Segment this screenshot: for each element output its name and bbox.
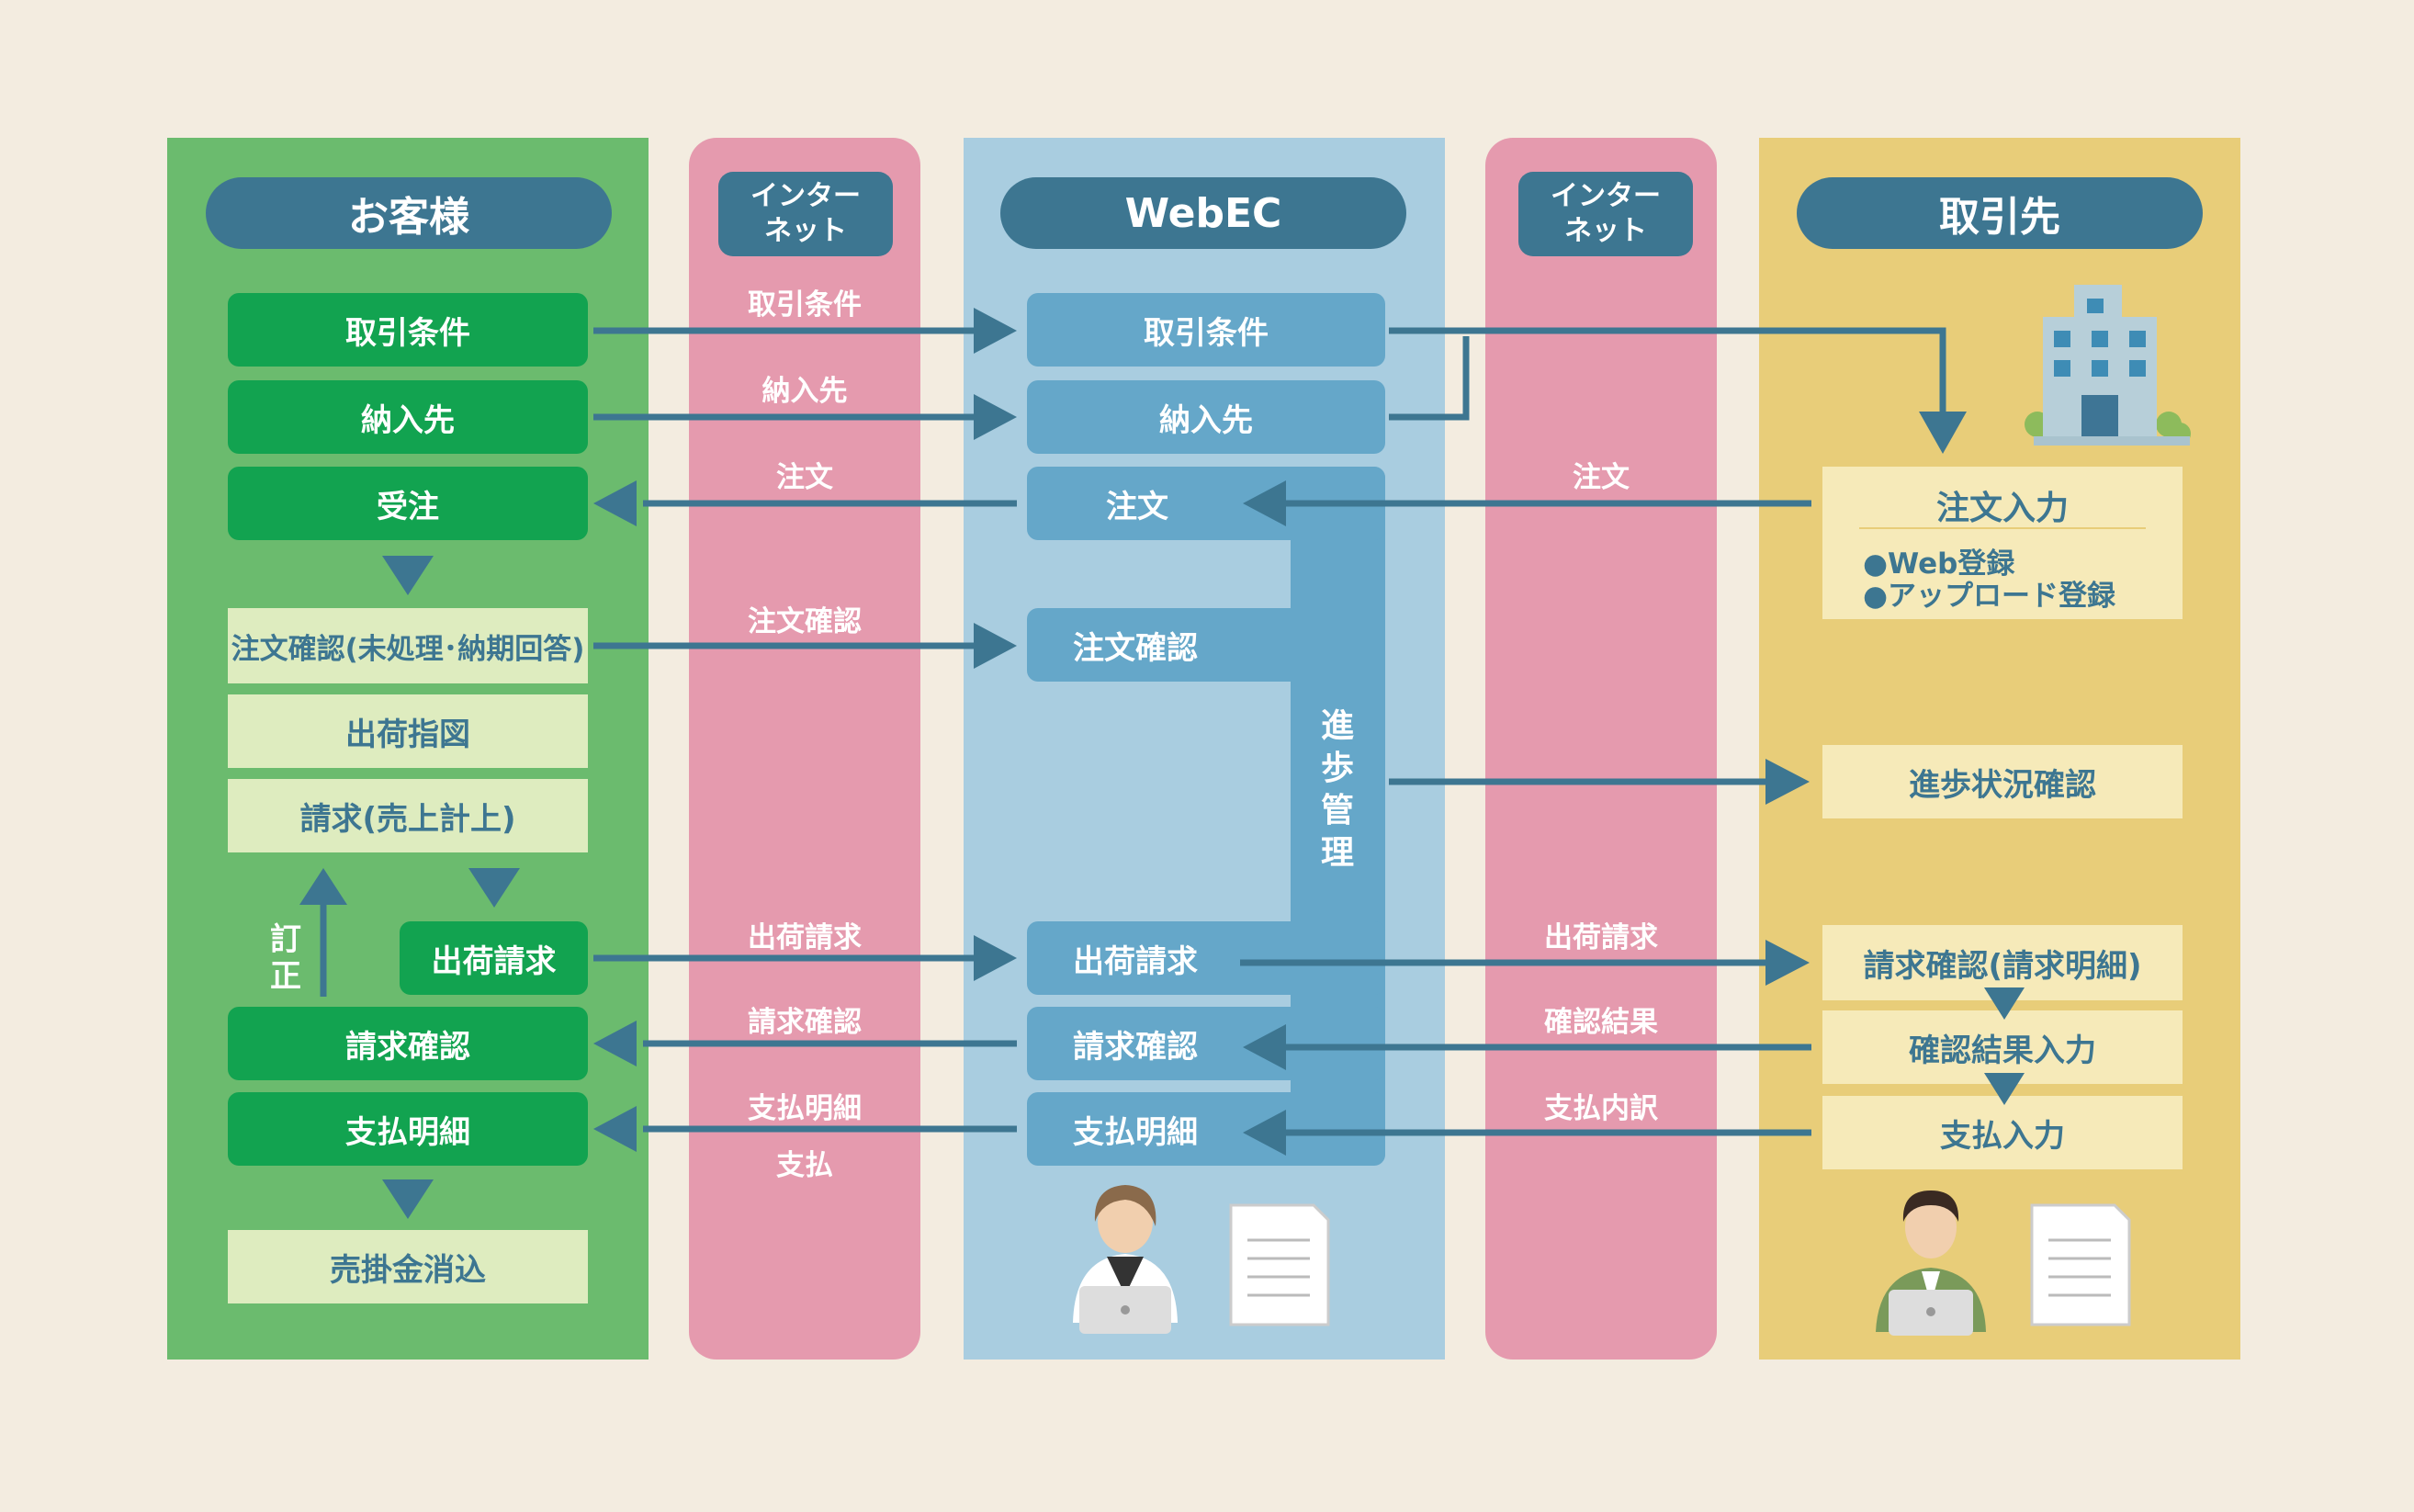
customer-shipping-instruction-box: 出荷指図 bbox=[228, 694, 588, 768]
arrowhead-payment-webec bbox=[1243, 1110, 1286, 1156]
arrow-terms-to-partner-line bbox=[1389, 327, 1946, 413]
customer-order-confirm-box: 注文確認(未処理･納期回答) bbox=[228, 608, 588, 683]
webec-header: WebEC bbox=[1000, 177, 1406, 249]
businessman-icon bbox=[1876, 1190, 1986, 1336]
down-triangle-3 bbox=[382, 1179, 434, 1219]
arrowhead-terms-to-partner bbox=[1919, 412, 1967, 454]
partner-order-input-title: 注文入力 bbox=[1935, 490, 2069, 527]
customer-payment-detail-box: 支払明細 bbox=[228, 1092, 588, 1166]
customer-invoice-confirm-box: 請求確認 bbox=[228, 1007, 588, 1080]
internet-header-left: インター ネット bbox=[718, 172, 893, 256]
partner-upload-register: ●アップロード登録 bbox=[1863, 580, 2116, 613]
partner-header: 取引先 bbox=[1797, 177, 2203, 249]
internet-header-left-line2: ネット bbox=[764, 215, 847, 247]
partner-order-input-box: 注文入力 ●Web登録 ●アップロード登録 bbox=[1822, 467, 2183, 619]
webec-shipping-request-box: 出荷請求 bbox=[1027, 921, 1385, 995]
customer-shipping-request-box: 出荷請求 bbox=[400, 921, 588, 995]
arrowhead-order-left bbox=[593, 480, 637, 526]
operator-icon bbox=[1073, 1185, 1178, 1334]
arrowhead-payment-left bbox=[593, 1106, 637, 1152]
customer-terms-box: 取引条件 bbox=[228, 293, 588, 367]
down-triangle-5 bbox=[1984, 1073, 2025, 1105]
arrowhead-correction bbox=[299, 868, 347, 905]
net-left-order-label: 注文 bbox=[776, 461, 833, 494]
arrowhead-terms bbox=[974, 308, 1017, 354]
net-right-payment-breakdown-label: 支払内訳 bbox=[1544, 1092, 1658, 1125]
partner-order-input-divider bbox=[1859, 527, 2146, 529]
net-right-confirm-result-label: 確認結果 bbox=[1544, 1006, 1658, 1039]
arrowhead-progress bbox=[1765, 759, 1810, 805]
webec-progress-management-label: 進歩管理 bbox=[1320, 707, 1354, 872]
partner-progress-check-box: 進歩状況確認 bbox=[1822, 745, 2183, 818]
down-triangle-1 bbox=[382, 556, 434, 595]
webec-order-confirm-box: 注文確認 bbox=[1027, 608, 1293, 682]
arrowhead-shipping-left bbox=[974, 935, 1017, 981]
arrowhead-order-webec bbox=[1243, 480, 1286, 526]
document-icon-partner bbox=[2030, 1203, 2131, 1326]
arrowhead-delivery bbox=[974, 394, 1017, 440]
down-triangle-2 bbox=[468, 868, 520, 908]
customer-correction-label: 訂正 bbox=[270, 921, 301, 995]
customer-delivery-box: 納入先 bbox=[228, 380, 588, 454]
arrow-delivery-merge-line bbox=[1389, 336, 1470, 421]
internet-header-right: インター ネット bbox=[1518, 172, 1693, 256]
arrow-lines bbox=[320, 327, 1946, 1136]
arrowhead-invoice-left bbox=[593, 1021, 637, 1066]
partner-payment-input-box: 支払入力 bbox=[1822, 1096, 2183, 1169]
internet-header-right-line1: インター bbox=[1551, 180, 1661, 212]
down-triangle-4 bbox=[1984, 987, 2025, 1020]
net-left-invoice-confirm-label: 請求確認 bbox=[748, 1006, 862, 1039]
net-left-shipping-request-label: 出荷請求 bbox=[748, 921, 862, 954]
arrowhead-shipping-right bbox=[1765, 940, 1810, 986]
webec-terms-box: 取引条件 bbox=[1027, 293, 1385, 367]
customer-invoice-box: 請求(売上計上) bbox=[228, 779, 588, 852]
internet-header-right-line2: ネット bbox=[1564, 215, 1647, 247]
webec-payment-detail-box: 支払明細 bbox=[1027, 1092, 1385, 1166]
partner-web-register: ●Web登録 bbox=[1863, 547, 2015, 581]
net-left-order-confirm-label: 注文確認 bbox=[748, 605, 862, 638]
building-icon bbox=[2025, 285, 2191, 446]
net-left-terms-label: 取引条件 bbox=[748, 288, 862, 322]
partner-result-input-box: 確認結果入力 bbox=[1822, 1010, 2183, 1084]
internet-header-left-line1: インター bbox=[750, 180, 861, 212]
arrowhead-invoice-webec bbox=[1243, 1024, 1286, 1070]
internet-lane-left bbox=[689, 138, 920, 1360]
net-left-delivery-label: 納入先 bbox=[761, 375, 848, 408]
customer-header: お客様 bbox=[206, 177, 612, 249]
customer-receivable-clearing-box: 売掛金消込 bbox=[228, 1230, 588, 1303]
net-right-order-label: 注文 bbox=[1573, 461, 1630, 494]
arrow-heads bbox=[299, 308, 2025, 1219]
internet-lane-right bbox=[1485, 138, 1717, 1360]
arrowhead-order-confirm bbox=[974, 623, 1017, 669]
customer-order-received-box: 受注 bbox=[228, 467, 588, 540]
net-left-payment-detail-label: 支払明細 bbox=[748, 1092, 862, 1125]
document-icon-webec bbox=[1229, 1203, 1330, 1326]
net-right-shipping-request-label: 出荷請求 bbox=[1544, 921, 1658, 954]
net-left-payment-label: 支払 bbox=[776, 1149, 833, 1182]
webec-invoice-confirm-box: 請求確認 bbox=[1027, 1007, 1385, 1080]
webec-delivery-box: 納入先 bbox=[1027, 380, 1385, 454]
